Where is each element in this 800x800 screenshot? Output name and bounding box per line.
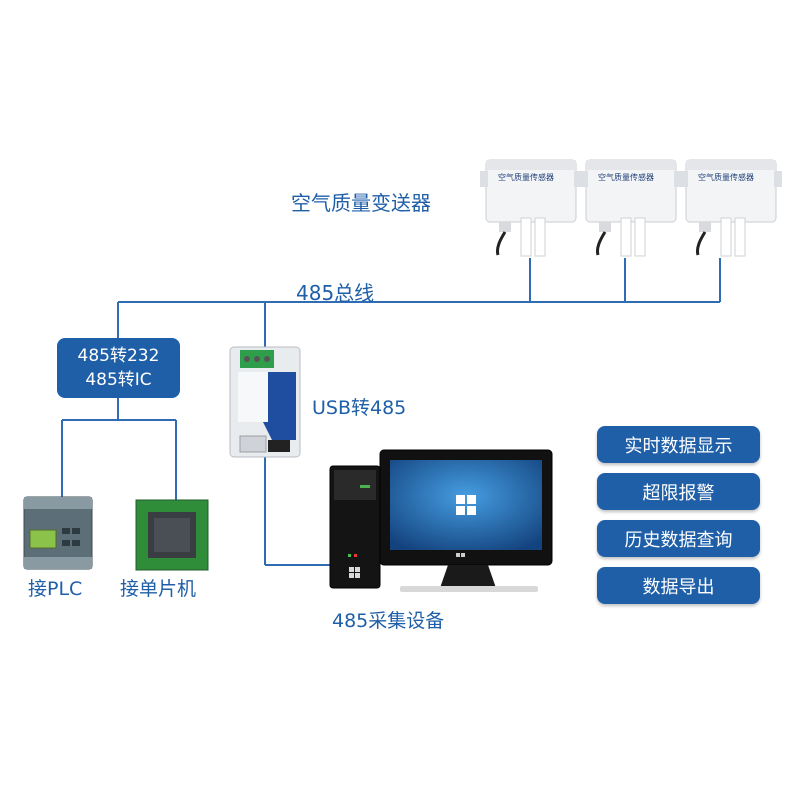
air-quality-transmitter-label: 空气质量变送器 xyxy=(291,191,431,215)
feature-limit-alarm[interactable]: 超限报警 xyxy=(597,473,760,510)
sensor-1-label: 空气质量传感器 xyxy=(498,173,554,182)
plc-device xyxy=(23,496,93,570)
usb-to-485-label: USB转485 xyxy=(312,397,407,419)
plc-label: 接PLC xyxy=(28,578,83,600)
mcu-board xyxy=(135,499,209,571)
sensor-device-3 xyxy=(680,159,782,257)
feature-history-query[interactable]: 历史数据查询 xyxy=(597,520,760,557)
sensor-2-label: 空气质量传感器 xyxy=(598,173,654,182)
sensor-device-2 xyxy=(580,159,682,257)
pc-tower xyxy=(329,465,381,589)
sensor-3-label: 空气质量传感器 xyxy=(698,173,754,182)
bus-485-label: 485总线 xyxy=(296,281,375,305)
feature-realtime-display[interactable]: 实时数据显示 xyxy=(597,426,760,463)
converter-line-2: 485转IC xyxy=(85,370,152,390)
sensor-device-1 xyxy=(480,159,582,257)
usb-converter-device xyxy=(229,346,301,458)
converter-line-1: 485转232 xyxy=(77,346,160,366)
mcu-label: 接单片机 xyxy=(120,578,197,600)
collector-485-label: 485采集设备 xyxy=(332,610,445,632)
converter-box: 485转232 485转IC xyxy=(57,338,180,398)
feature-data-export[interactable]: 数据导出 xyxy=(597,567,760,604)
monitor xyxy=(379,449,553,592)
